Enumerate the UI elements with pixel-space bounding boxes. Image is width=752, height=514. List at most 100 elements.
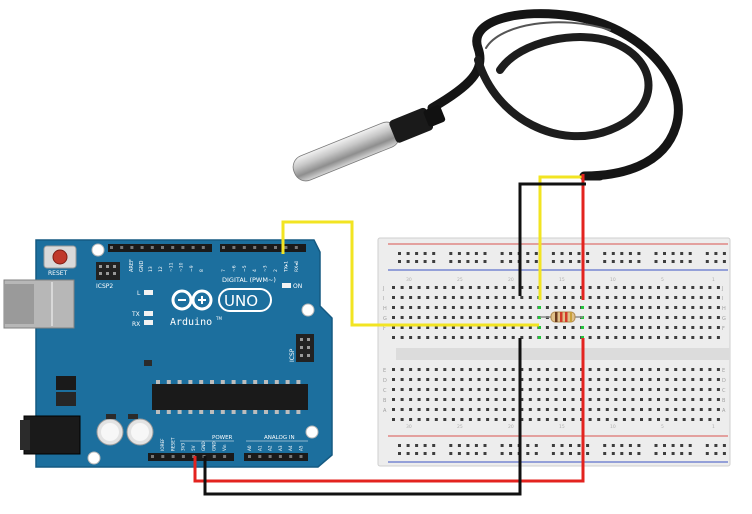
breadboard-hole <box>708 306 712 309</box>
breadboard-hole <box>494 408 498 411</box>
icsp-pin <box>300 346 303 349</box>
breadboard-hole <box>426 316 430 319</box>
breadboard-hole <box>622 296 626 299</box>
breadboard-hole <box>640 418 643 421</box>
breadboard-hole <box>631 368 635 371</box>
breadboard-hole <box>400 408 404 411</box>
breadboard-hole <box>605 418 609 421</box>
rail-hole <box>398 260 401 263</box>
breadboard-hole <box>640 316 643 319</box>
breadboard-hole <box>528 286 532 289</box>
breadboard-hole <box>520 296 524 299</box>
rail-hole <box>671 260 675 263</box>
rail-hole <box>705 260 709 263</box>
breadboard-hole <box>631 408 635 411</box>
rail-hole <box>654 444 658 447</box>
rail-hole <box>398 444 401 447</box>
breadboard-hole <box>400 306 404 309</box>
chip-leg <box>285 380 290 384</box>
breadboard-hole <box>622 378 626 381</box>
breadboard-hole <box>503 408 507 411</box>
rail-hole <box>449 260 453 263</box>
breadboard-hole <box>588 408 592 411</box>
breadboard-hole <box>477 388 481 391</box>
breadboard-hole <box>511 398 515 401</box>
rail-hole <box>603 452 607 455</box>
breadboard-hole <box>605 368 609 371</box>
breadboard-hole <box>409 316 413 319</box>
breadboard-hole <box>571 418 575 421</box>
breadboard-hole <box>716 408 720 411</box>
breadboard-hole <box>477 296 481 299</box>
rail-hole <box>611 260 615 263</box>
wires <box>193 174 586 496</box>
header-pin <box>140 246 144 249</box>
reset-button[interactable] <box>52 249 68 265</box>
rail-hole <box>474 252 478 255</box>
data-wire-yellow <box>281 220 539 327</box>
breadboard-hole <box>691 306 695 309</box>
digital-pin-label: 8 <box>199 269 205 272</box>
icsp-pin <box>307 338 310 341</box>
breadboard-hole <box>426 336 430 339</box>
rail-hole <box>466 452 470 455</box>
row-letter: A <box>722 408 726 414</box>
breadboard-hole <box>716 418 720 421</box>
breadboard-hole <box>708 418 712 421</box>
breadboard-hole <box>426 398 430 401</box>
breadboard-hole <box>622 286 626 289</box>
breadboard-hole <box>409 408 413 411</box>
rail-hole <box>466 260 470 263</box>
breadboard-hole <box>571 326 575 329</box>
breadboard-hole <box>392 408 395 411</box>
digital-pin-label: 12 <box>158 266 164 272</box>
breadboard-hole <box>426 378 430 381</box>
breadboard-hole <box>434 388 438 391</box>
breadboard-hole <box>537 408 541 411</box>
rail-hole <box>705 252 709 255</box>
breadboard-hole <box>400 378 404 381</box>
breadboard-hole <box>640 296 643 299</box>
atmega-chip <box>152 384 308 410</box>
breadboard-hole <box>400 368 404 371</box>
rail-hole <box>611 452 615 455</box>
breadboard-hole <box>665 326 669 329</box>
column-number: 15 <box>559 277 565 283</box>
breadboard-hole <box>511 378 515 381</box>
rail-hole <box>569 444 572 447</box>
header-pin <box>201 246 205 249</box>
rail-hole <box>603 260 607 263</box>
breadboard-hole <box>657 378 660 381</box>
breadboard-hole <box>417 306 421 309</box>
breadboard-hole <box>409 398 413 401</box>
row-letter: D <box>383 378 387 384</box>
breadboard-hole <box>563 286 566 289</box>
breadboard-hole <box>392 306 395 309</box>
breadboard-holes <box>392 252 726 455</box>
breadboard-hole <box>400 326 404 329</box>
breadboard-hole <box>486 368 490 371</box>
chip-leg <box>296 410 301 414</box>
breadboard-hole <box>648 388 652 391</box>
breadboard-hole <box>716 296 720 299</box>
chip-leg <box>285 410 290 414</box>
rail-hole <box>688 444 692 447</box>
chip-leg <box>242 410 247 414</box>
breadboard-hole <box>477 378 481 381</box>
breadboard-hole <box>503 316 507 319</box>
breadboard-hole <box>605 306 609 309</box>
rail-hole <box>415 260 419 263</box>
mounting-hole <box>87 451 101 465</box>
breadboard-hole <box>597 316 601 319</box>
gnd-label: GND <box>139 260 145 272</box>
breadboard-hole <box>597 336 601 339</box>
breadboard-hole <box>528 306 532 309</box>
rail-hole <box>620 260 624 263</box>
breadboard-hole <box>631 286 635 289</box>
breadboard-hole <box>503 388 507 391</box>
mounting-hole <box>91 243 105 257</box>
breadboard-hole <box>699 286 703 289</box>
breadboard-hole <box>434 418 438 421</box>
rail-hole <box>423 452 427 455</box>
